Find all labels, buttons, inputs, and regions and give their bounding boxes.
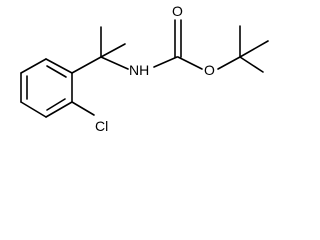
ring-inner-double-bond [46,98,66,111]
tert-butyl-methyl-bond [239,40,269,58]
tert-butyl-methyl-bond [239,56,264,73]
benzene-ring [20,58,73,118]
amine-nitrogen-label: NH [129,62,149,78]
ring-bond [20,58,47,74]
ester-oxygen-to-tert-butyl-bond [217,56,241,70]
chemical-structure-diagram: NH O O Cl [20,3,269,134]
nitrogen-to-carbonyl-bond [153,56,178,68]
methyl-bond-right [100,43,126,58]
carbonyl-oxygen-label: O [172,3,183,19]
aryl-to-quaternary-carbon-bond [71,56,102,74]
tert-butyl-group [239,25,269,73]
ring-bond [45,58,73,74]
chlorine-label: Cl [95,118,108,134]
ester-oxygen-label: O [204,62,215,78]
carbonyl-to-ester-oxygen-bond [177,56,203,70]
aryl-to-chlorine-bond [71,101,95,116]
ring-bond [20,101,47,118]
quaternary-carbon-to-nitrogen-bond [100,56,129,70]
ring-inner-double-bond [46,65,67,78]
ring-bond [45,101,73,118]
